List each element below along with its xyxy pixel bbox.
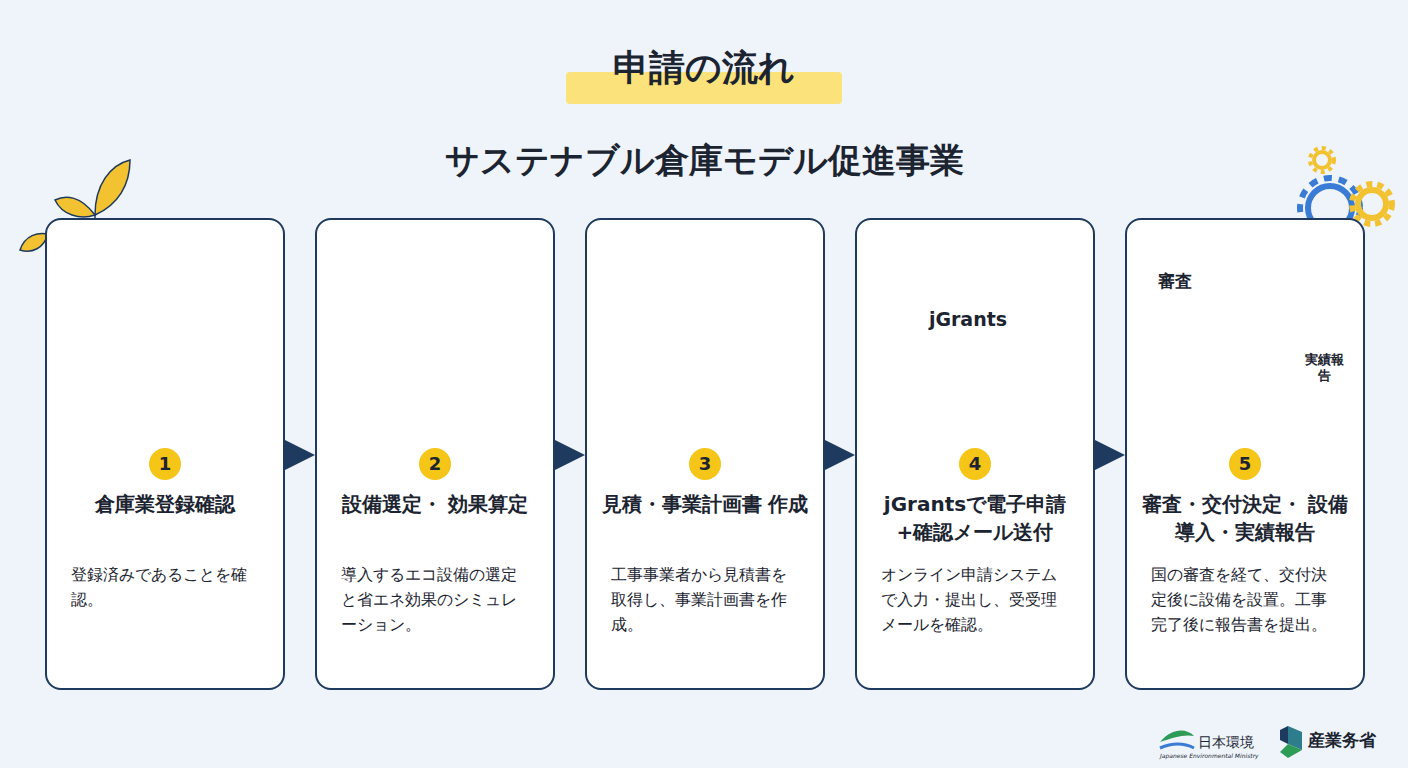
flow-arrow [1097, 450, 1109, 460]
step-description: 登録済みであることを確認。 [47, 562, 283, 612]
step-description: 国の審査を経て、交付決定後に設備を設置。工事完了後に報告書を提出。 [1127, 562, 1363, 637]
step-description: 導入するエコ設備の選定と省エネ効果のシミュレーション。 [317, 562, 553, 637]
logo-text: 日本環境 [1198, 734, 1268, 751]
step-heading: 見積・事業計画書 作成 [592, 490, 819, 546]
flow-arrow [827, 450, 839, 460]
step-heading: 審査・交付決定・ 設備導入・実績報告 [1127, 490, 1363, 546]
step-heading: 設備選定・ 効果算定 [332, 490, 539, 546]
process-card: 2 設備選定・ 効果算定導入するエコ設備の選定と省エネ効果のシミュレーション。 [315, 218, 555, 690]
process-card: 1 倉庫業登録確認登録済みであることを確認。 [45, 218, 285, 690]
step-heading: jGrantsで電子申請 +確認メール送付 [857, 490, 1093, 546]
flow-arrow [557, 450, 569, 460]
logo-text: 産業务省 [1308, 730, 1398, 750]
step-heading: 倉庫業登録確認 [85, 490, 245, 546]
step-description: オンライン申請システムで入力・提出し、受受理メールを確認。 [857, 562, 1093, 637]
process-card: 3 見積・事業計画書 作成工事事業者から見積書を取得し、事業計画書を作成。 [585, 218, 825, 690]
page-title: 申請の流れ [0, 44, 1408, 93]
step-number: 5 [1229, 448, 1261, 480]
step-number: 4 [959, 448, 991, 480]
report-label: 実績報告 [1303, 352, 1345, 385]
process-card: 4 jGrantsで電子申請 +確認メール送付オンライン申請システムで入力・提出し… [855, 218, 1095, 690]
subtitle: サステナブル倉庫モデル促進事業 [0, 140, 1408, 181]
flow-arrow [287, 450, 299, 460]
step-number: 3 [689, 448, 721, 480]
step-description: 工事事業者から見積書を取得し、事業計画書を作成。 [587, 562, 823, 637]
logo-subtext: Japanese Environmental Ministry [1160, 752, 1270, 759]
stamp-label: 審査 [1147, 271, 1203, 291]
step-number: 2 [419, 448, 451, 480]
screen-label: jGrants [920, 308, 1016, 331]
step-number: 1 [149, 448, 181, 480]
